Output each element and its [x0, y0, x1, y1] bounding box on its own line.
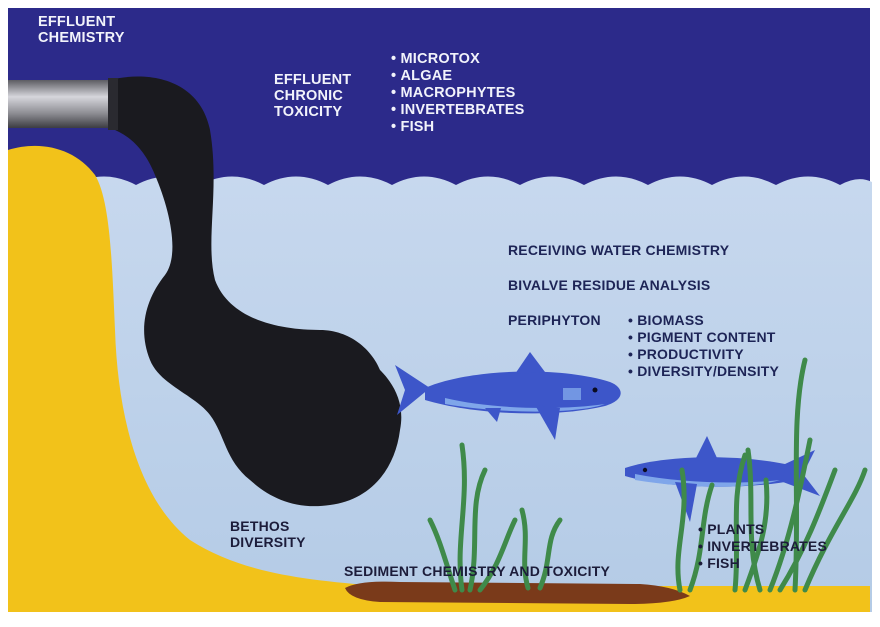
periphyton-label: PERIPHYTON [508, 312, 601, 328]
bivalve-residue-analysis-label: BIVALVE RESIDUE ANALYSIS [508, 277, 710, 293]
periphyton-metric-item: DIVERSITY/DENSITY [628, 363, 779, 380]
bottom-organism-item: FISH [698, 555, 827, 572]
pipe-outlet [108, 78, 118, 130]
toxicity-test-item: MICROTOX [391, 51, 525, 68]
receiving-water-chemistry-label: RECEIVING WATER CHEMISTRY [508, 242, 729, 258]
sediment-layer [345, 582, 690, 604]
bottom-organism-item: INVERTEBRATES [698, 538, 827, 555]
toxicity-test-item: FISH [391, 119, 525, 136]
bottom-organism-item: PLANTS [698, 521, 827, 538]
bottom-organisms-list: PLANTS INVERTEBRATES FISH [698, 521, 827, 572]
effluent-pipe [8, 80, 113, 128]
toxicity-test-item: MACROPHYTES [391, 85, 525, 102]
effluent-chemistry-label: EFFLUENT CHEMISTRY [38, 14, 125, 46]
periphyton-metrics-list: BIOMASS PIGMENT CONTENT PRODUCTIVITY DIV… [628, 312, 779, 380]
periphyton-metric-item: PIGMENT CONTENT [628, 329, 779, 346]
periphyton-metric-item: BIOMASS [628, 312, 779, 329]
effluent-chronic-toxicity-label: EFFLUENT CHRONIC TOXICITY [274, 72, 351, 120]
bethos-diversity-label: BETHOS DIVERSITY [230, 518, 306, 550]
toxicity-test-item: ALGAE [391, 68, 525, 85]
toxicity-tests-list: MICROTOX ALGAE MACROPHYTES INVERTEBRATES… [391, 51, 525, 136]
toxicity-test-item: INVERTEBRATES [391, 102, 525, 119]
periphyton-metric-item: PRODUCTIVITY [628, 346, 779, 363]
sediment-chemistry-toxicity-label: SEDIMENT CHEMISTRY AND TOXICITY [344, 563, 610, 579]
